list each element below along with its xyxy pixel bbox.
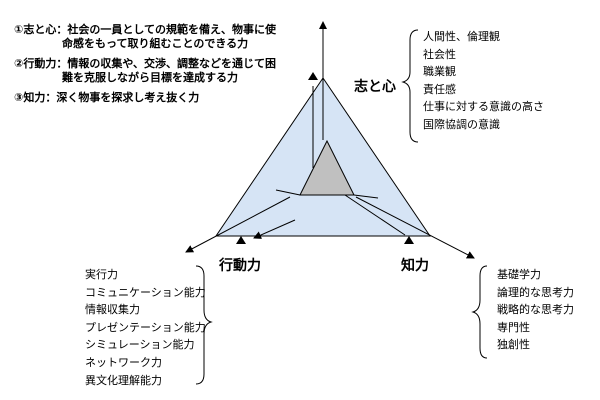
list-item: 責任感: [423, 82, 456, 96]
definition-action-line1: ②行動力：情報の収集や、交渉、調整などを通じて困: [14, 57, 276, 70]
triangle-marker-right: [404, 236, 414, 244]
list-item: 仕事に対する意識の高さ: [423, 100, 544, 114]
list-item: 職業観: [423, 65, 456, 79]
spoke-left: [275, 189, 301, 196]
spoke-right: [353, 194, 379, 199]
vertex-label-action: 行動力: [219, 258, 261, 274]
list-item: 専門性: [497, 320, 530, 334]
list-item: 人間性、倫理観: [423, 30, 500, 43]
definition-action-line2: 難を克服しながら目標を達成する力: [62, 71, 238, 84]
list-item: コミュニケーション能力: [85, 285, 206, 299]
list-item: プレゼンテーション能力: [85, 320, 206, 334]
triangle-marker-left: [236, 236, 246, 244]
definition-intellect-line1: ③知力：深く物事を探求し考え抜く力: [14, 91, 200, 104]
list-item: ネットワーク力: [85, 355, 162, 369]
vertex-label-heart: 志と心: [354, 79, 396, 95]
triangle-marker-top: [308, 72, 318, 80]
brace-action: [195, 265, 213, 385]
brace-heart: [401, 29, 419, 143]
list-item: シミュレーション能力: [85, 338, 195, 352]
definition-heart-line2: 命感をもって取り組むことのできる力: [62, 37, 249, 50]
inner-arrow-bottom: [253, 219, 296, 239]
action-attribute-list: 実行力 コミュニケーション能力 情報収集力 プレゼンテーション能力 シミュレーシ…: [85, 266, 206, 389]
vertex-label-intellect: 知力: [401, 258, 429, 274]
list-item: 情報収集力: [85, 303, 140, 317]
center-triangle: [299, 139, 355, 196]
intellect-attribute-list: 基礎学力 論理的な思考力 戦略的な思考力 専門性 独創性: [497, 266, 574, 354]
axis-arrow-action: [185, 196, 291, 253]
list-item: 論理的な思考力: [497, 285, 574, 299]
list-item: 社会性: [423, 47, 456, 61]
brace-intellect: [471, 265, 488, 359]
list-item: 国際協調の意識: [423, 117, 500, 131]
list-item: 戦略的な思考力: [497, 303, 574, 317]
inner-arrow-right: [344, 194, 406, 236]
list-item: 異文化理解能力: [85, 373, 162, 387]
axis-arrow-intellect: [355, 196, 475, 259]
heart-attribute-list: 人間性、倫理観 社会性 職業観 責任感 仕事に対する意識の高さ 国際協調の意識: [423, 28, 544, 134]
list-item: 実行力: [85, 268, 118, 281]
definition-heart-line1: ①志と心：社会の一員としての規範を備え、物事に使: [14, 23, 276, 36]
list-item: 独創性: [497, 338, 530, 352]
list-item: 基礎学力: [497, 268, 541, 281]
